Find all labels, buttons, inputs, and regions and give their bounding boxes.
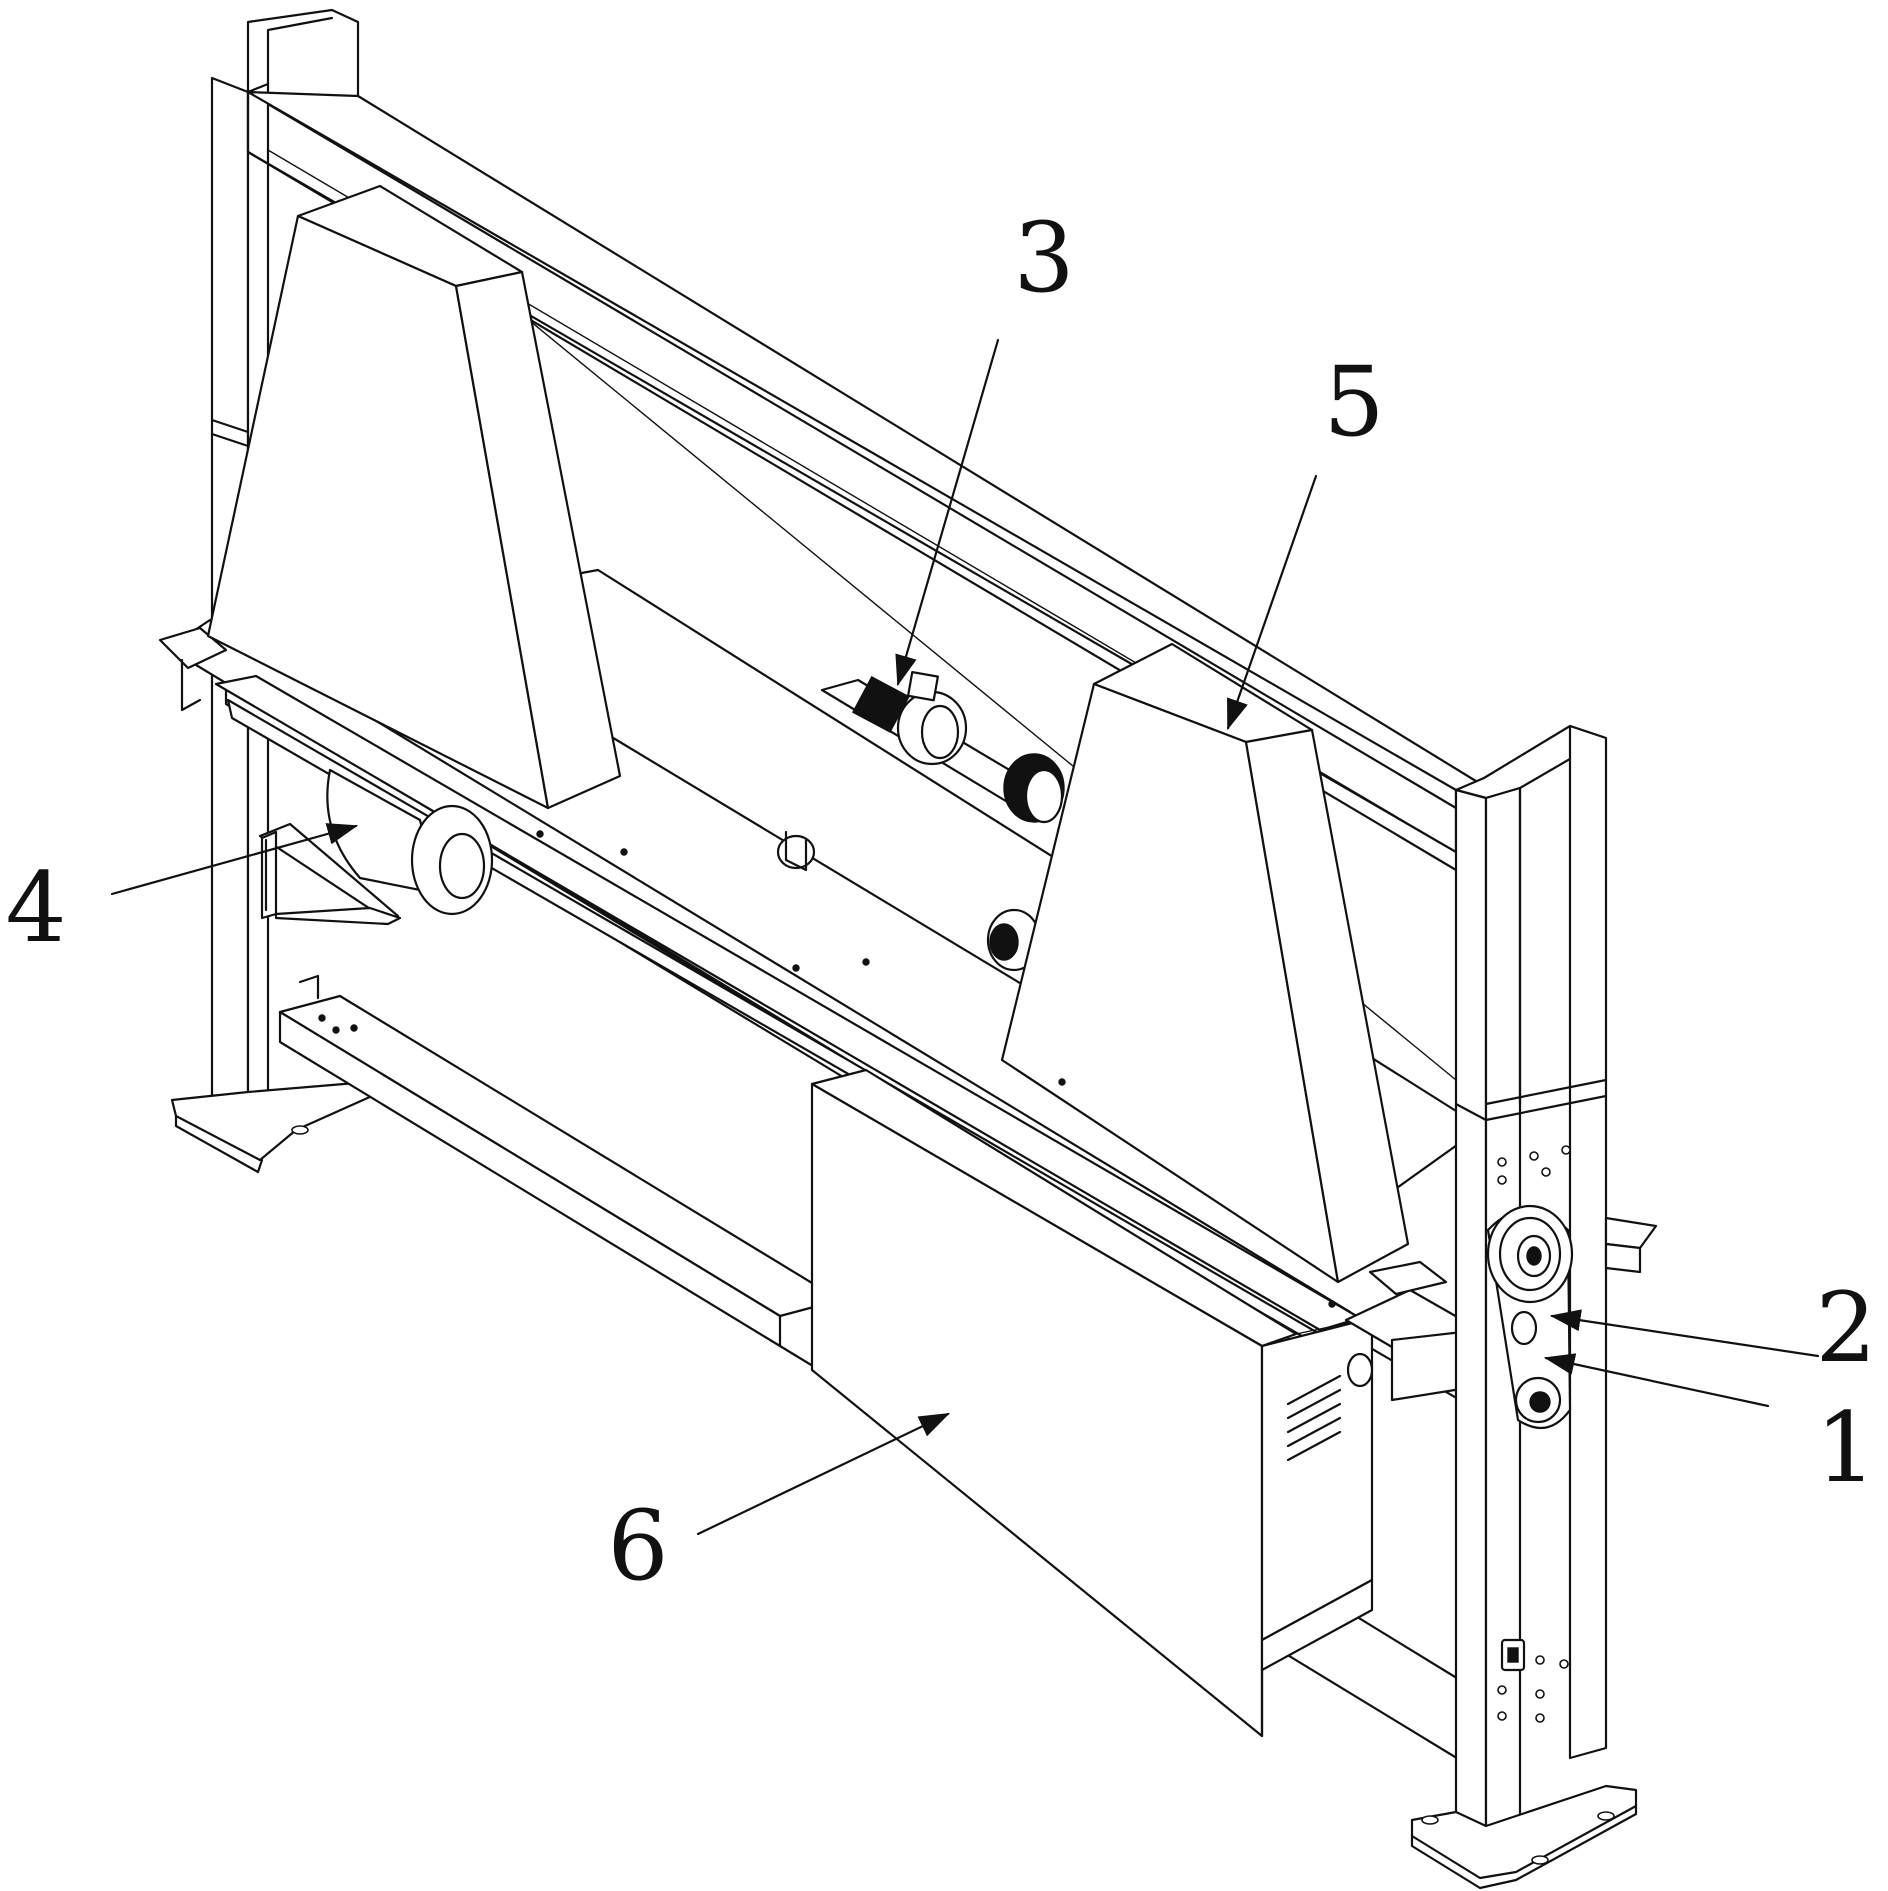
callout-6: 6 [607,1490,668,1602]
box-enclosure [810,1068,1482,1738]
callout-3: 3 [1013,202,1074,314]
right-housing [1000,642,1410,1308]
right-side-bracket [1604,1216,1658,1274]
left-housing [206,184,622,810]
left-roller-assembly [258,768,494,926]
callout-4: 4 [5,852,66,964]
leader-lines [110,338,1820,1536]
callout-2: 2 [1815,1272,1876,1384]
right-upright-post [1410,724,1638,1890]
motor-assembly [776,670,1065,972]
callout-5: 5 [1323,346,1384,458]
callout-1: 1 [1815,1392,1876,1504]
